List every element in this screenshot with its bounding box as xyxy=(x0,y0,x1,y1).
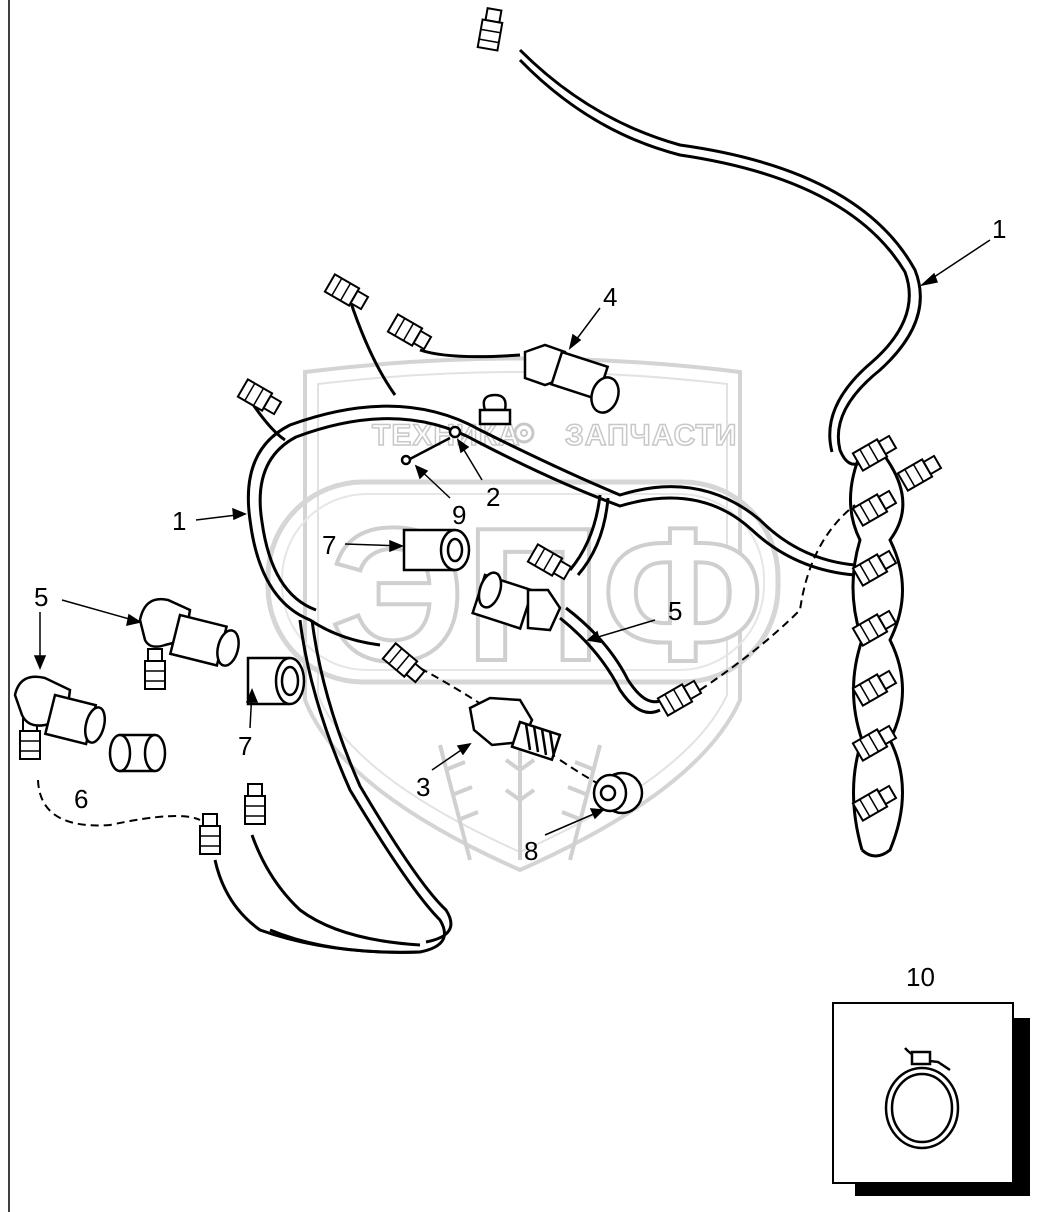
part-2-bracket xyxy=(448,393,512,439)
watermark-shield-inner xyxy=(317,371,728,854)
callout-3: 3 xyxy=(416,772,430,802)
callout-6: 6 xyxy=(74,784,88,814)
callout-7-lower: 7 xyxy=(238,731,252,761)
wiring-harness xyxy=(213,48,922,954)
callouts: 1 1 2 3 4 5 5 6 7 7 8 9 10 xyxy=(34,214,1006,992)
callout-1-upper: 1 xyxy=(992,214,1006,244)
part-10-clamp xyxy=(884,1047,960,1150)
part-5-sensor-left-lower xyxy=(13,675,107,746)
part-8-nut xyxy=(592,771,644,815)
part-5-sensor-right xyxy=(471,571,562,632)
callout-7-upper: 7 xyxy=(322,530,336,560)
harness-branch-sensor5 xyxy=(559,616,661,714)
harness-upper-trunk xyxy=(518,48,922,466)
part-6-sleeve xyxy=(108,733,167,773)
callout-5-right: 5 xyxy=(668,596,682,626)
part-7-sleeve-lower xyxy=(246,656,306,706)
part-10-inset xyxy=(832,1002,1030,1196)
callout-10: 10 xyxy=(906,962,935,992)
leader-lines xyxy=(33,239,991,836)
callout-4: 4 xyxy=(603,282,617,312)
watermark-gear-icon xyxy=(513,422,535,444)
part-7-sleeve-upper xyxy=(402,528,471,572)
callout-2: 2 xyxy=(486,482,500,512)
watermark-wheat-icon xyxy=(438,740,602,861)
part-3-sensor xyxy=(468,696,562,762)
part-5-sensor-left-upper xyxy=(138,597,240,667)
part-9-bolt xyxy=(400,436,451,466)
watermark-text-right: ЗАПЧАСТИ xyxy=(565,419,737,452)
callout-9: 9 xyxy=(452,500,466,530)
callout-1-left: 1 xyxy=(172,506,186,536)
callout-5-left: 5 xyxy=(34,582,48,612)
harness-main-loop xyxy=(246,404,856,647)
part-4-sensor xyxy=(523,343,620,414)
watermark-shield xyxy=(303,356,742,873)
watermark-text-left: ТЕХНИКА xyxy=(372,419,521,452)
inset-box xyxy=(832,1002,1014,1184)
callout-8: 8 xyxy=(524,836,538,866)
